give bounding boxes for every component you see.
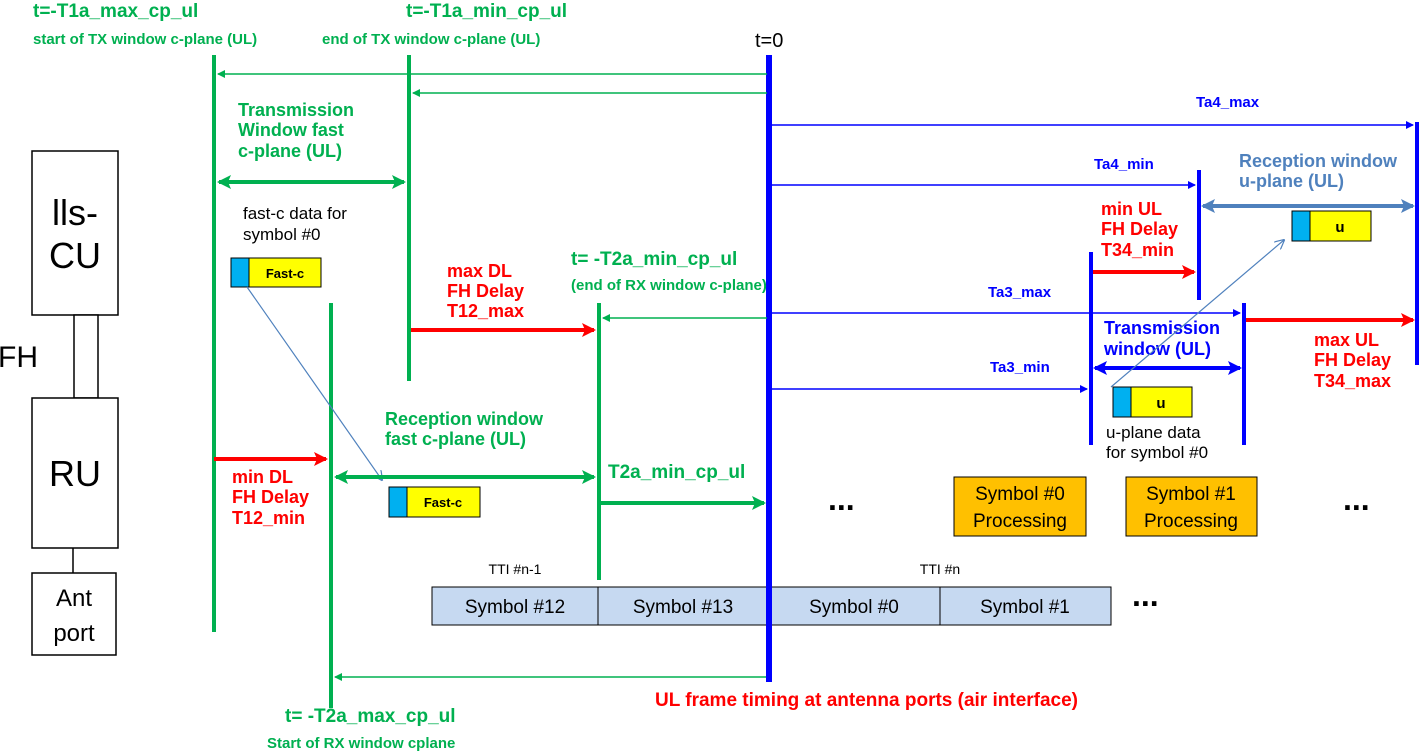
tx-window-ul-label-2: window (UL)	[1103, 339, 1211, 359]
u-transfer-arrow	[1110, 240, 1284, 388]
sym1-proc-label-1: Symbol #1	[1146, 484, 1236, 505]
rx-window-fast-label-2: fast c-plane (UL)	[385, 429, 526, 449]
symbol-cell-label: Symbol #0	[809, 597, 899, 618]
tx-window-ul-label-1: Transmission	[1104, 318, 1220, 338]
tx-min-subtitle: end of TX window c-plane (UL)	[322, 31, 540, 48]
u-box-label-2: u	[1156, 395, 1165, 412]
t2a-min-subtitle: (end of RX window c-plane)	[571, 277, 767, 294]
fast-c-packet-tx: Fast-c	[230, 257, 322, 288]
min-dl-label-2: FH Delay	[232, 487, 309, 507]
lls-cu-label-line1: lls-	[52, 192, 98, 233]
tx-window-fast-label-3: c-plane (UL)	[238, 141, 342, 161]
ant-port-box	[31, 572, 117, 656]
tx-window-fast-label-2: Window fast	[238, 120, 344, 140]
max-dl-label-3: T12_max	[447, 301, 524, 321]
symbol-cell-label: Symbol #12	[465, 597, 565, 618]
tti-prev-label: TTI #n-1	[489, 561, 542, 577]
tx-window-fast-label-1: Transmission	[238, 100, 354, 120]
ul-frame-label: UL frame timing at antenna ports (air in…	[655, 690, 1078, 711]
lls-cu-label-line2: CU	[49, 235, 101, 276]
tx-max-title: t=-T1a_max_cp_ul	[33, 1, 198, 22]
sym0-proc-label-1: Symbol #0	[975, 484, 1065, 505]
min-ul-label-1: min UL	[1101, 199, 1162, 219]
ellipsis-right: ...	[1343, 481, 1370, 517]
t2a-max-subtitle: Start of RX window cplane	[267, 735, 455, 752]
symbol-cell	[431, 586, 599, 626]
min-ul-label-2: FH Delay	[1101, 219, 1178, 239]
t2a-min-short-label: T2a_min_cp_ul	[608, 462, 745, 483]
symbol-1-processing-box: Symbol #1 Processing	[1125, 476, 1258, 537]
rx-window-u-label-1: Reception window	[1239, 151, 1398, 171]
symbol-cell	[597, 586, 770, 626]
u-packet-rx: u	[1291, 210, 1372, 242]
max-ul-label-1: max UL	[1314, 330, 1379, 350]
fast-c-data-label-1: fast-c data for	[243, 204, 347, 223]
ru-box	[31, 397, 119, 549]
ta3-max-label: Ta3_max	[988, 284, 1052, 301]
t2a-max-title: t= -T2a_max_cp_ul	[285, 706, 456, 727]
min-dl-label-3: T12_min	[232, 508, 305, 528]
tx-min-title: t=-T1a_min_cp_ul	[406, 1, 567, 22]
fast-c-transfer-arrow	[246, 286, 382, 480]
fast-c-box-label-2: Fast-c	[424, 495, 462, 510]
symbol-cell	[939, 586, 1112, 626]
rx-window-fast-label-1: Reception window	[385, 409, 544, 429]
tx-max-subtitle: start of TX window c-plane (UL)	[33, 31, 257, 48]
t2a-min-title: t= -T2a_min_cp_ul	[571, 249, 737, 270]
symbol-cell-label: Symbol #1	[980, 597, 1070, 618]
symbol-cell-label: Symbol #13	[633, 597, 733, 618]
sym1-proc-label-2: Processing	[1144, 511, 1238, 532]
u-data-label-2: for symbol #0	[1106, 443, 1208, 462]
ellipsis-middle: ...	[828, 481, 855, 517]
u-box-label: u	[1335, 219, 1344, 236]
fh-label: FH	[0, 341, 38, 374]
fast-c-packet-rx: Fast-c	[388, 486, 481, 518]
ant-port-label-line2: port	[53, 620, 95, 647]
tti-cur-label: TTI #n	[920, 561, 960, 577]
max-dl-label-2: FH Delay	[447, 281, 524, 301]
ru-label: RU	[49, 453, 101, 494]
lls-cu-box	[31, 150, 119, 316]
ta3-min-label: Ta3_min	[990, 359, 1050, 376]
symbol-0-processing-box: Symbol #0 Processing	[953, 476, 1087, 537]
rx-window-u-label-2: u-plane (UL)	[1239, 171, 1344, 191]
max-ul-label-2: FH Delay	[1314, 350, 1391, 370]
t0-label: t=0	[755, 30, 783, 52]
fast-c-box-label: Fast-c	[266, 266, 304, 281]
fh-link	[73, 314, 99, 399]
ant-port-label-line1: Ant	[56, 585, 92, 612]
ta4-min-label: Ta4_min	[1094, 156, 1154, 173]
min-ul-label-3: T34_min	[1101, 240, 1174, 260]
ta4-max-label: Ta4_max	[1196, 94, 1260, 111]
fast-c-data-label-2: symbol #0	[243, 225, 320, 244]
max-ul-label-3: T34_max	[1314, 371, 1391, 391]
ellipsis-symbols: ...	[1132, 577, 1159, 613]
u-data-label-1: u-plane data	[1106, 423, 1201, 442]
sym0-proc-label-2: Processing	[973, 511, 1067, 532]
max-dl-label-1: max DL	[447, 261, 512, 281]
min-dl-label-1: min DL	[232, 467, 293, 487]
u-packet-tx: u	[1112, 386, 1193, 418]
